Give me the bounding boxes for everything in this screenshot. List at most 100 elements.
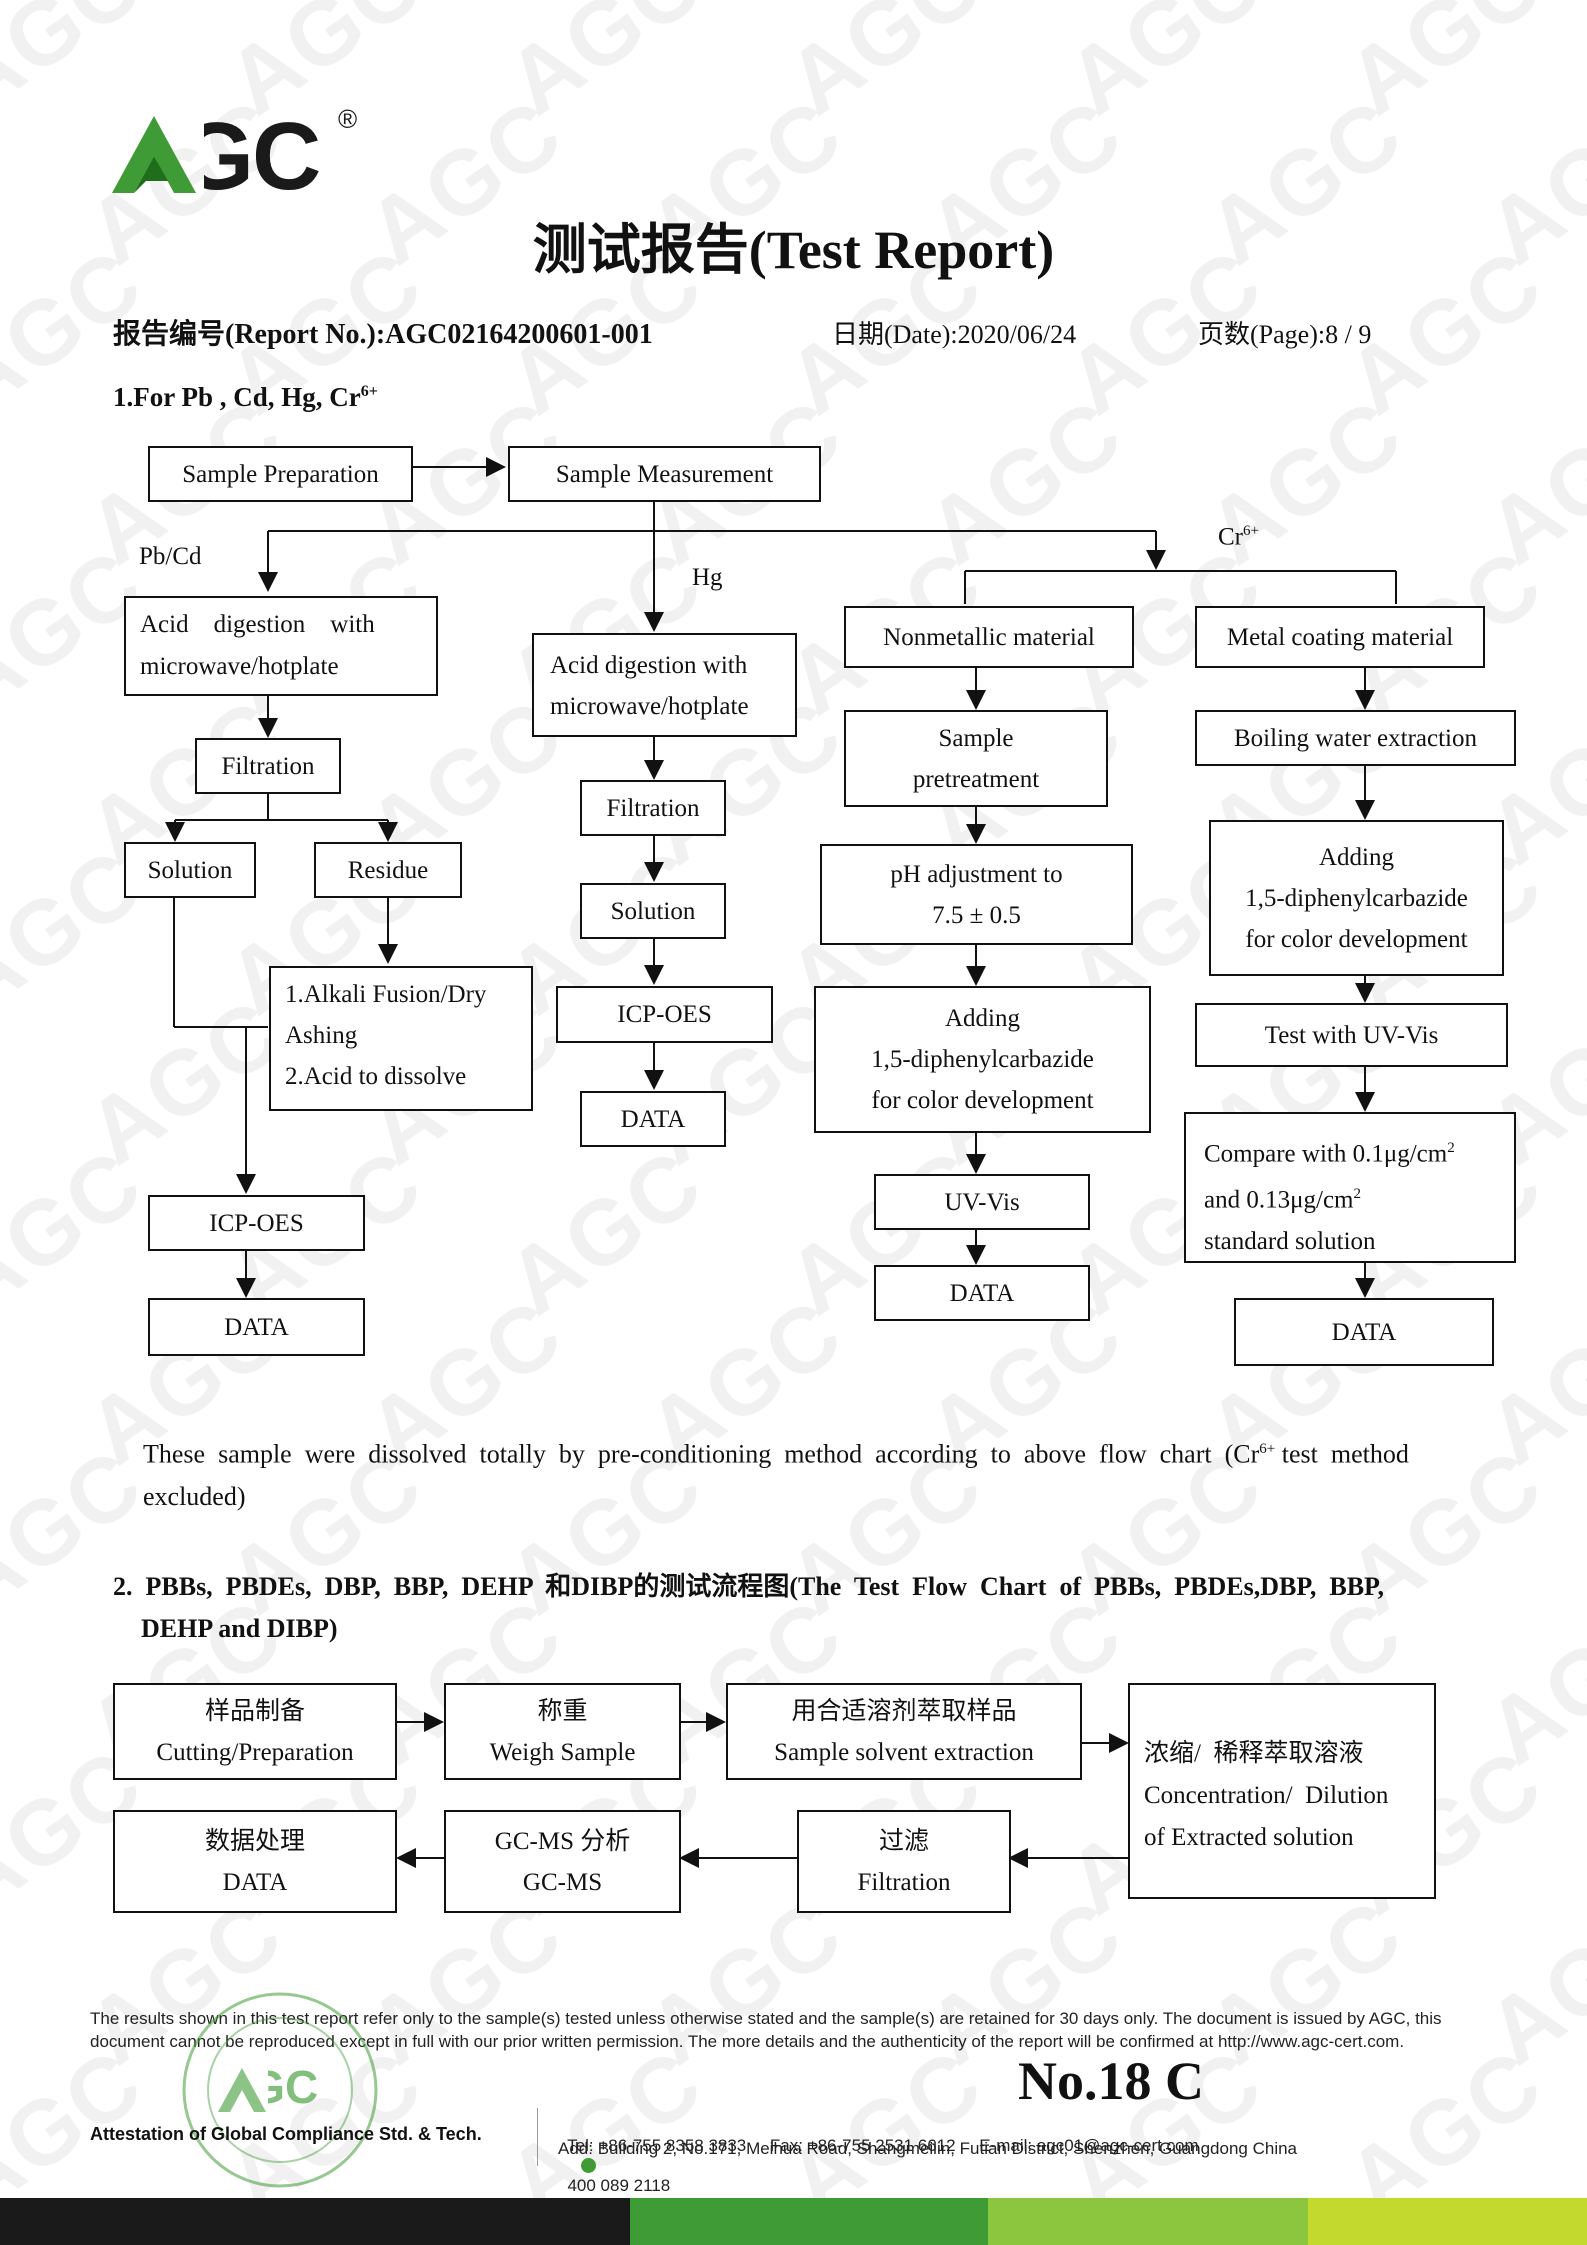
filtration-hg-box: Filtration [580,780,726,836]
sample-measurement-box: Sample Measurement [508,446,821,502]
bar-segment-lightgreen [988,2198,1308,2245]
compare-line1: Compare with 0.1μg/cm2 [1204,1128,1496,1174]
adding-dpc-metal-line3: for color development [1245,925,1468,953]
solution-hg-text: Solution [610,897,696,925]
test-uv-vis-text: Test with UV-Vis [1264,1021,1439,1049]
acid-digestion-pbcd-line2: microwave/hotplate [140,653,339,680]
cutting-preparation-cn: 样品制备 [204,1697,305,1725]
report-no-label: 报告编号(Report No.): [113,319,386,350]
data-processing-en: DATA [222,1868,288,1896]
uv-vis-box: UV-Vis [874,1174,1090,1230]
label-pbcd: Pb/Cd [139,543,202,570]
gcms-en: GC-MS [522,1868,603,1896]
label-hg: Hg [692,564,723,591]
concentration-line2: Concentration/ Dilution [1144,1782,1389,1809]
weigh-sample-cn: 称重 [537,1697,588,1725]
section2-heading-line1: 2. PBBs, PBDEs, DBP, BBP, DEHP 和DIBP的测试流… [113,1572,1385,1601]
page-title: 测试报告(Test Report) [532,220,1055,280]
residue-text: Residue [347,856,429,884]
footer-color-bar [0,2198,1587,2245]
compare-line1-sup: 2 [1447,1140,1455,1156]
ph-adjustment-line1: pH adjustment to [890,860,1063,888]
concentration-line1: 浓缩/ 稀释萃取溶液 [1144,1740,1364,1767]
data-pbcd-text: DATA [224,1313,289,1341]
adding-dpc-metal-line1: Adding [1319,843,1394,871]
alkali-fusion-line1: 1.Alkali Fusion/Dry [285,981,487,1008]
cutting-preparation-en: Cutting/Preparation [156,1738,354,1766]
test-uv-vis-box: Test with UV-Vis [1195,1003,1508,1067]
sample-measurement-text: Sample Measurement [555,460,774,488]
data-pbcd-box: DATA [148,1298,365,1356]
agc-seal-stamp: AGC [180,1990,380,2190]
data-processing-box: 数据处理 DATA [113,1810,397,1913]
solution-pbcd-box: Solution [124,842,256,898]
footer-divider [537,2108,538,2166]
acid-digestion-pbcd-line1: Acid digestion with [140,611,375,638]
cutting-preparation-box: 样品制备 Cutting/Preparation [113,1683,397,1780]
report-no: AGC02164200601-001 [385,319,653,350]
solvent-extraction-en: Sample solvent extraction [774,1738,1034,1766]
data-nonmetal-text: DATA [949,1279,1015,1307]
concentration-line3: of Extracted solution [1144,1824,1354,1851]
bar-segment-dark [0,2198,630,2245]
adding-dpc-metal-line2: 1,5-diphenylcarbazide [1245,884,1468,912]
section1-note: These sample were dissolved totally by p… [143,1428,1498,1518]
gcms-box: GC-MS 分析 GC-MS [444,1810,681,1913]
note-text-1: These sample were dissolved totally by p… [143,1439,1260,1469]
report-header: 报告编号(Report No.):AGC02164200601-001 [113,312,653,352]
data-metal-text: DATA [1331,1318,1397,1346]
disclaimer: The results shown in this test report re… [90,2009,1442,2051]
solvent-extraction-cn: 用合适溶剂萃取样品 [791,1697,1017,1725]
alkali-fusion-line2: Ashing [285,1022,358,1049]
metal-coating-box: Metal coating material [1195,606,1485,668]
note-line1: These sample were dissolved totally by p… [143,1428,1498,1476]
filtration-s2-en: Filtration [857,1868,951,1896]
compare-line3: standard solution [1204,1227,1376,1255]
data-nonmetal-box: DATA [874,1265,1090,1321]
compare-line2-text: and 0.13μg/cm [1204,1186,1354,1214]
metal-coating-text: Metal coating material [1226,623,1454,651]
nonmetallic-box: Nonmetallic material [844,606,1134,668]
adding-dpc-metal-box: Adding 1,5-diphenylcarbazide for color d… [1209,820,1504,976]
section1-heading-sup: 6+ [360,383,378,400]
page-field: 页数(Page):8 / 9 [1198,314,1371,351]
section2-heading: 2. PBBs, PBDEs, DBP, BBP, DEHP 和DIBP的测试流… [113,1566,1513,1650]
contact-line: Tel: +86-755 8358 3833 Fax: +86-755 2531… [558,2116,1199,2196]
ph-adjustment-line2: 7.5 ± 0.5 [932,901,1021,929]
solution-hg-box: Solution [580,883,726,939]
weigh-sample-en: Weigh Sample [489,1738,636,1766]
adding-dpc-nonmetal-line1: Adding [945,1005,1020,1032]
compare-line1-text: Compare with 0.1μg/cm [1204,1140,1448,1168]
data-processing-cn: 数据处理 [204,1827,305,1855]
page-label: 页数(Page): [1198,320,1326,349]
label-cr6: Cr6+ [1218,523,1259,551]
alkali-fusion-box: 1.Alkali Fusion/Dry Ashing 2.Acid to dis… [269,966,533,1111]
date-label: 日期(Date): [832,320,958,349]
nonmetallic-text: Nonmetallic material [883,623,1095,651]
acid-digestion-hg-line2: microwave/hotplate [550,693,749,720]
label-cr-sup: 6+ [1243,523,1259,539]
bar-segment-yellowgreen [1308,2198,1587,2245]
alkali-fusion-line3: 2.Acid to dissolve [285,1063,467,1090]
adding-dpc-nonmetal-line3: for color development [871,1087,1094,1114]
phone-icon [581,2158,597,2173]
filtration-pbcd-box: Filtration [195,738,341,794]
sample-preparation-text: Sample Preparation [182,460,379,488]
sample-pretreatment-line1: Sample [938,724,1014,752]
logo-text: AGC [112,103,320,210]
data-metal-box: DATA [1234,1298,1494,1366]
note-sup: 6+ [1259,1441,1276,1457]
filtration-s2-box: 过滤 Filtration [797,1810,1011,1913]
bar-segment-green [630,2198,988,2245]
uv-vis-text: UV-Vis [944,1188,1020,1216]
icp-oes-pbcd-text: ICP-OES [209,1209,304,1237]
data-hg-text: DATA [620,1105,686,1133]
section1-heading: 1.For Pb , Cd, Hg, Cr6+ [113,382,378,413]
icp-oes-pbcd-box: ICP-OES [148,1195,365,1251]
contact-tel: Tel: +86-755 8358 3833 Fax: +86-755 2531… [567,2136,1199,2155]
filtration-hg-text: Filtration [606,794,700,822]
solvent-extraction-box: 用合适溶剂萃取样品 Sample solvent extraction [726,1683,1082,1780]
boiling-water-text: Boiling water extraction [1234,724,1477,752]
data-hg-box: DATA [580,1091,726,1147]
registered-mark: ® [338,104,358,134]
